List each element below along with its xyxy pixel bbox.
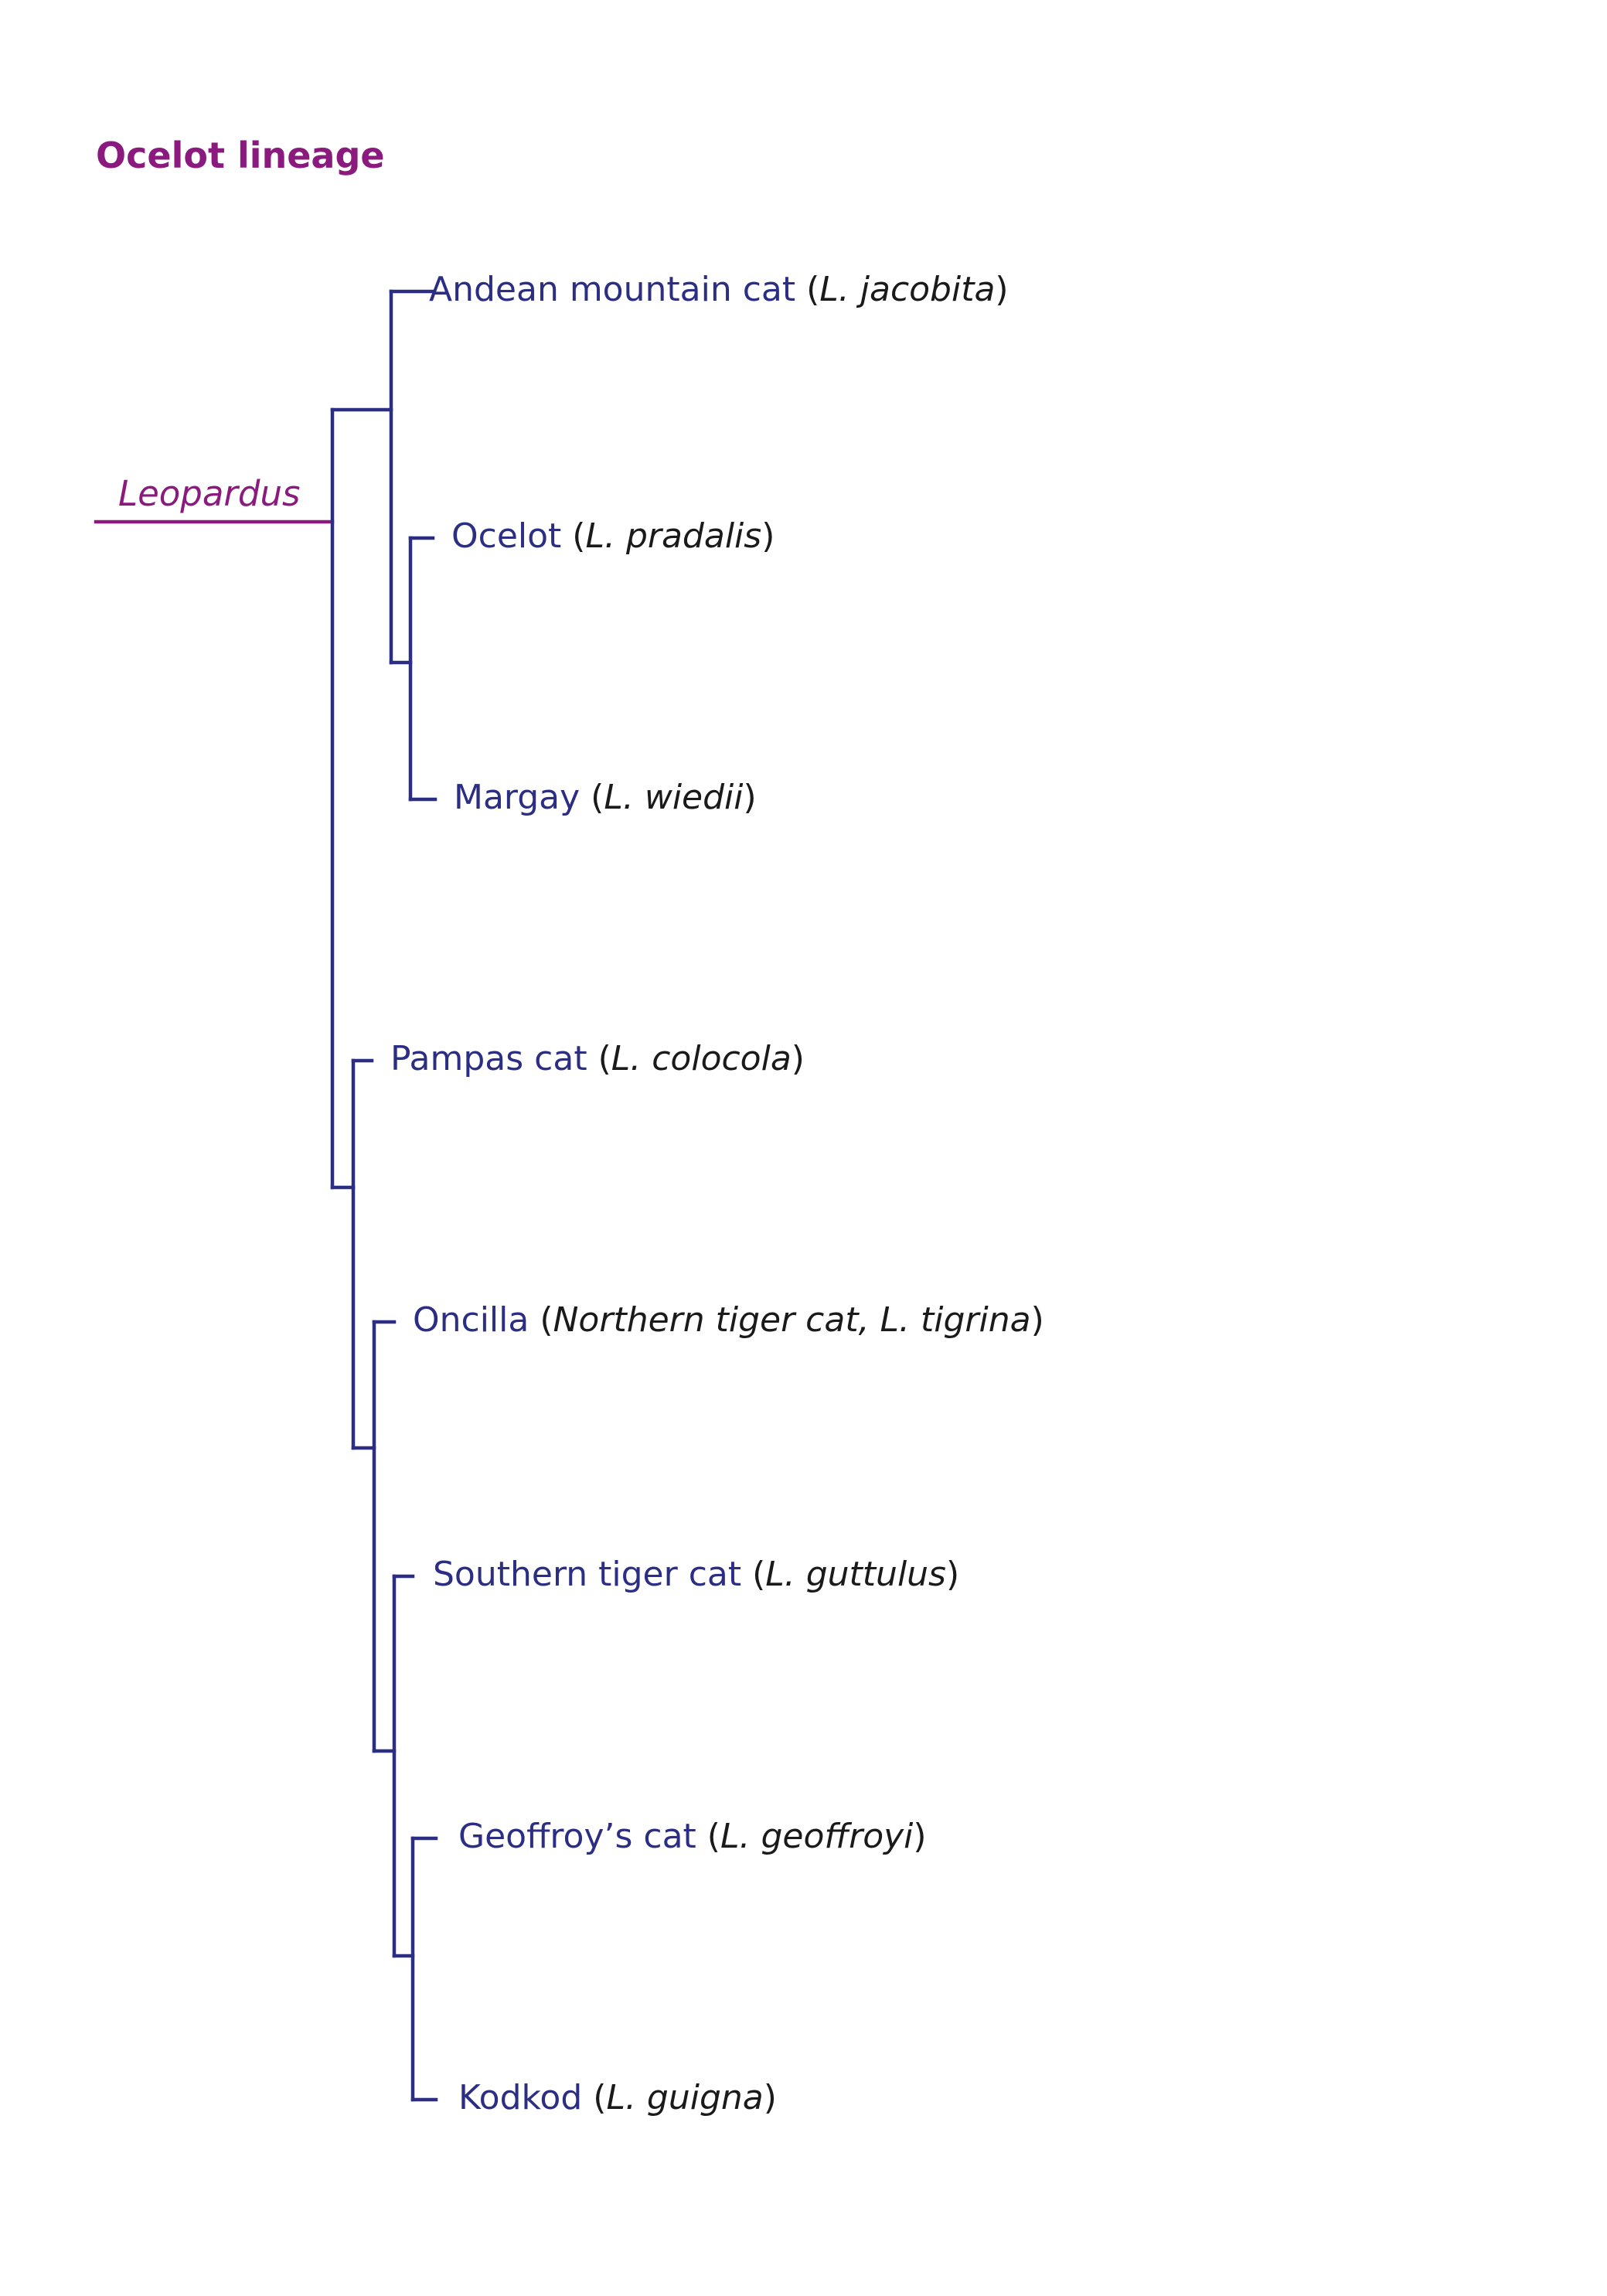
open-paren: ( (587, 1039, 611, 1078)
open-paren: ( (696, 1817, 720, 1856)
species-label-geoffroys-cat: Geoffroy’s cat (L. geoffroyi) (458, 1820, 927, 1854)
scientific-name: L. jacobita (819, 270, 996, 309)
tree-branches (330, 289, 438, 2102)
close-paren: ) (913, 1817, 927, 1856)
scientific-name: L. geoffroyi (720, 1817, 914, 1856)
close-paren: ) (763, 2078, 777, 2117)
species-label-pampas-cat: Pampas cat (L. colocola) (390, 1042, 805, 1076)
open-paren: ( (741, 1555, 766, 1594)
close-paren: ) (945, 1555, 960, 1594)
common-name: Margay (454, 778, 580, 817)
scientific-name: L. guigna (606, 2078, 764, 2117)
species-label-ocelot: Ocelot (L. pradalis) (451, 519, 775, 554)
scientific-name: L. guttulus (765, 1555, 946, 1594)
scientific-name: Northern tiger cat, L. tigrina (553, 1300, 1031, 1340)
open-paren: ( (795, 270, 820, 309)
species-label-oncilla: Oncilla (Northern tiger cat, L. tigrina) (413, 1303, 1044, 1337)
species-label-margay: Margay (L. wiedii) (454, 781, 757, 815)
close-paren: ) (743, 778, 757, 817)
close-paren: ) (761, 516, 775, 556)
open-paren: ( (561, 516, 586, 556)
scientific-name: L. colocola (611, 1039, 792, 1078)
common-name: Ocelot (451, 516, 562, 556)
open-paren: ( (580, 778, 604, 817)
common-name: Pampas cat (390, 1039, 587, 1078)
open-paren: ( (582, 2078, 607, 2117)
common-name: Oncilla (413, 1300, 529, 1340)
species-label-andean-mountain-cat: Andean mountain cat (L. jacobita) (429, 273, 1009, 307)
common-name: Geoffroy’s cat (458, 1817, 696, 1856)
species-label-kodkod: Kodkod (L. guigna) (458, 2081, 777, 2115)
close-paren: ) (791, 1039, 805, 1078)
common-name: Andean mountain cat (429, 270, 796, 309)
common-name: Kodkod (458, 2078, 583, 2117)
common-name: Southern tiger cat (433, 1555, 742, 1594)
page-title: Ocelot lineage (96, 135, 385, 176)
close-paren: ) (1030, 1300, 1044, 1340)
close-paren: ) (995, 270, 1009, 309)
open-paren: ( (529, 1300, 553, 1340)
species-label-southern-tiger-cat: Southern tiger cat (L. guttulus) (433, 1558, 959, 1592)
scientific-name: L. wiedii (604, 778, 744, 817)
scientific-name: L. pradalis (585, 516, 762, 556)
genus-label: Leopardus (118, 473, 301, 514)
